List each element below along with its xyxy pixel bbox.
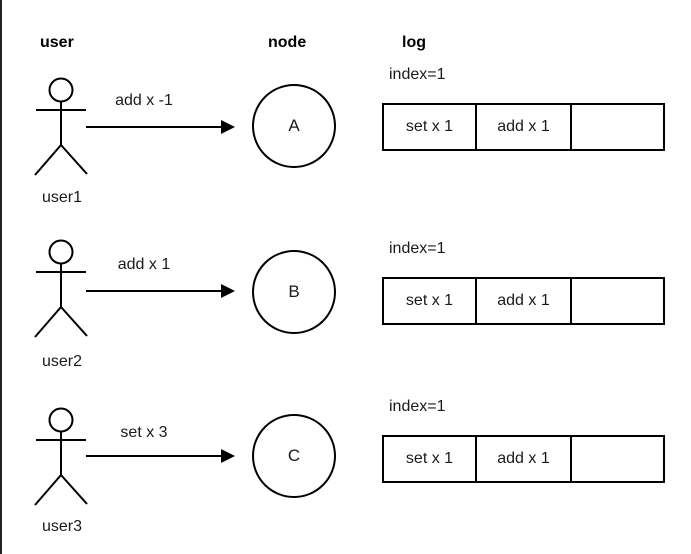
- arrowhead-icon: [221, 449, 235, 463]
- log-index-label: index=1: [389, 66, 446, 83]
- log-table: set x 1 add x 1: [382, 103, 665, 151]
- arrowhead-icon: [221, 284, 235, 298]
- log-cell: [570, 103, 665, 151]
- arrow-line-icon: [86, 455, 223, 457]
- node-label: A: [288, 116, 300, 135]
- log-index-label: index=1: [389, 240, 446, 257]
- arrow-line-icon: [86, 126, 223, 128]
- stick-figure-icon: [34, 407, 88, 506]
- node-label: C: [287, 446, 301, 465]
- log-cell: add x 1: [475, 435, 572, 483]
- stick-figure-icon: [34, 239, 88, 338]
- arrow-label: set x 3: [120, 424, 168, 441]
- column-header-log: log: [402, 34, 426, 51]
- log-cell: set x 1: [382, 435, 477, 483]
- log-table: set x 1 add x 1: [382, 277, 665, 325]
- user-name-label: user2: [41, 353, 83, 370]
- node-label: B: [288, 282, 300, 301]
- node-circle: A: [252, 84, 336, 168]
- log-index-label: index=1: [389, 398, 446, 415]
- arrow-label: add x 1: [117, 256, 171, 273]
- arrow-label: add x -1: [115, 92, 173, 109]
- column-header-node: node: [268, 34, 307, 51]
- node-circle: B: [252, 250, 336, 334]
- log-table: set x 1 add x 1: [382, 435, 665, 483]
- left-border-line: [0, 0, 2, 554]
- node-circle: C: [252, 414, 336, 498]
- log-cell: set x 1: [382, 103, 477, 151]
- user-name-label: user1: [41, 189, 83, 206]
- arrow-line-icon: [86, 290, 223, 292]
- log-cell: set x 1: [382, 277, 477, 325]
- column-header-user: user: [40, 34, 74, 51]
- stick-figure-icon: [34, 77, 88, 176]
- arrowhead-icon: [221, 120, 235, 134]
- log-cell: [570, 435, 665, 483]
- user-name-label: user3: [41, 518, 83, 535]
- log-cell: add x 1: [475, 277, 572, 325]
- log-cell: add x 1: [475, 103, 572, 151]
- log-cell: [570, 277, 665, 325]
